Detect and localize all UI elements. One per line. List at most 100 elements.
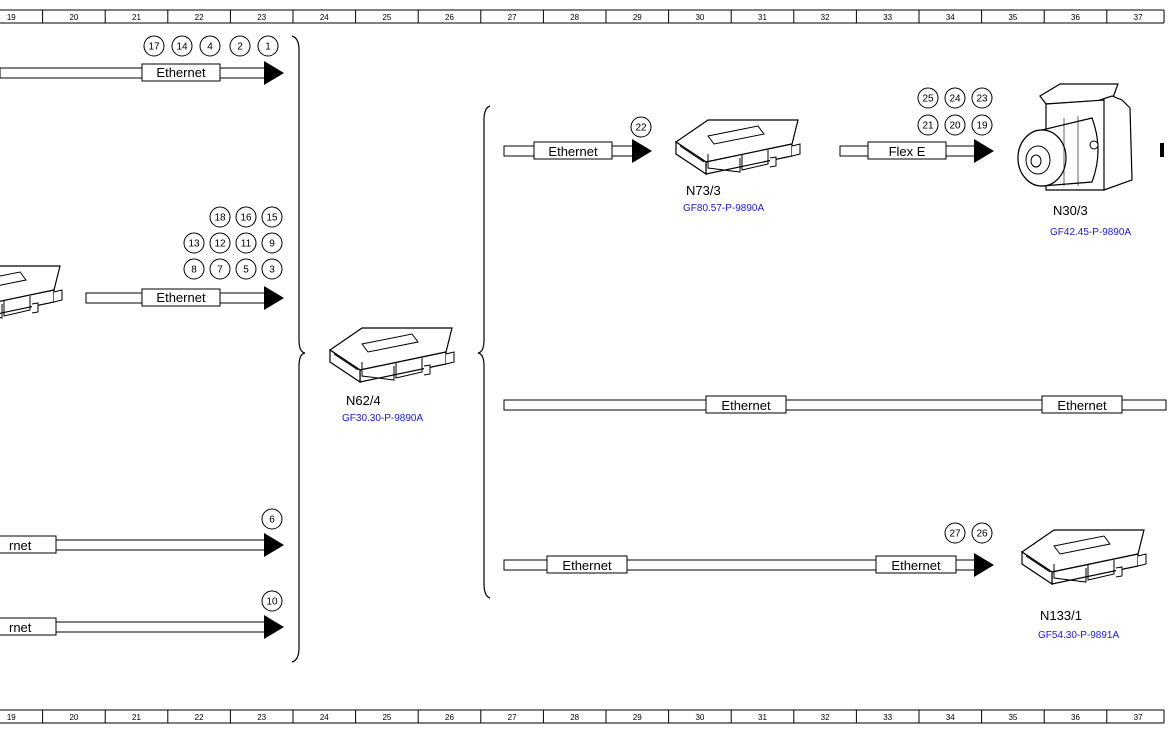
ruler-column-label: 21 [132, 713, 141, 722]
ruler-column-label: 28 [570, 713, 579, 722]
ruler-column-label: 34 [946, 13, 955, 22]
ruler-column-label: 26 [445, 13, 454, 22]
connection-number-circle [261, 508, 283, 530]
ruler-column-label: 29 [633, 13, 642, 22]
ruler-column-label: 21 [132, 13, 141, 22]
connection-number-circle [257, 35, 279, 57]
connection-number: 13 [188, 239, 200, 250]
bracket-left-group [291, 35, 306, 663]
ruler-column-label: 37 [1134, 13, 1143, 22]
bus-ethernet-lower-left-2: rnet [0, 615, 284, 639]
connection-number-circle [143, 35, 165, 57]
ruler-column-label: 27 [508, 13, 517, 22]
bus-ethernet-to-n133-1: Ethernet Ethernet [503, 553, 994, 577]
ruler-column-label: 29 [633, 713, 642, 722]
ruler-column-label: 35 [1008, 13, 1017, 22]
connection-number-circle [261, 258, 283, 280]
ruler-column-label: 22 [195, 713, 204, 722]
component-ref-link-n133-1[interactable]: GF54.30-P-9891A [1038, 630, 1119, 641]
ruler-column-label: 23 [257, 13, 266, 22]
ruler-column-label: 27 [508, 713, 517, 722]
connection-number-circle [971, 522, 993, 544]
ecu-partial-left [0, 265, 63, 321]
component-ref-link-n62-4[interactable]: GF30.30-P-9890A [342, 413, 423, 424]
connection-number-circle [209, 232, 231, 254]
connection-number-circle [171, 35, 193, 57]
connection-number: 17 [148, 42, 160, 53]
component-name-n62-4: N62/4 [346, 393, 381, 408]
connection-number: 20 [949, 121, 961, 132]
connection-number: 19 [976, 121, 988, 132]
ruler-column-label: 36 [1071, 13, 1080, 22]
bus-label: Ethernet [548, 144, 598, 159]
connection-number-circle [209, 206, 231, 228]
bus-ethernet-to-n73-3: Ethernet [503, 139, 652, 163]
ruler-column-label: 33 [883, 713, 892, 722]
ruler-column-label: 34 [946, 713, 955, 722]
component-name-n30-3: N30/3 [1053, 203, 1088, 218]
component-ref-link-n73-3[interactable]: GF80.57-P-9890A [683, 203, 764, 214]
connection-number: 9 [269, 239, 275, 250]
connection-number: 10 [266, 597, 278, 608]
ruler-column-label: 32 [821, 13, 830, 22]
connection-number: 25 [922, 94, 934, 105]
ruler-column-label: 22 [195, 13, 204, 22]
component-ref-link-n30-3[interactable]: GF42.45-P-9890A [1050, 227, 1131, 238]
bus-label: Flex E [889, 144, 926, 159]
component-n73-3[interactable] [675, 119, 801, 175]
connection-number: 6 [269, 515, 275, 526]
connection-number-circle [235, 232, 257, 254]
bus-ethernet-mid-left: Ethernet [85, 286, 284, 310]
connection-number: 3 [269, 265, 275, 276]
connection-number: 11 [241, 239, 252, 250]
component-n30-3[interactable] [1017, 83, 1133, 191]
bus-label: Ethernet [891, 558, 941, 573]
ruler-column-label: 32 [821, 713, 830, 722]
connection-number: 14 [176, 42, 188, 53]
bus-label: Ethernet [156, 65, 206, 80]
component-n62-4[interactable] [329, 327, 455, 383]
connection-number-circle [261, 232, 283, 254]
ruler-column-label: 36 [1071, 713, 1080, 722]
ruler-column-label: 35 [1008, 713, 1017, 722]
n30-3-connector-stub [1160, 143, 1164, 157]
connection-number-circle [917, 114, 939, 136]
connection-number: 15 [266, 213, 278, 224]
bracket-right-group [477, 105, 491, 599]
connection-number-circle [209, 258, 231, 280]
connection-number: 1 [265, 42, 271, 53]
connection-number: 4 [207, 42, 213, 53]
ruler-column-label: 23 [257, 713, 266, 722]
connection-number: 27 [949, 529, 961, 540]
connection-number-circle [944, 87, 966, 109]
connection-number-circle [229, 35, 251, 57]
ruler-column-label: 20 [69, 713, 78, 722]
bus-label: rnet [9, 538, 32, 553]
connection-number-circle [261, 206, 283, 228]
ruler-column-label: 30 [695, 713, 704, 722]
connection-number: 24 [949, 94, 961, 105]
component-name-n73-3: N73/3 [686, 183, 721, 198]
connection-number-circle [183, 232, 205, 254]
connection-number: 7 [217, 265, 223, 276]
connection-number-circle [630, 116, 652, 138]
connection-number-circle [199, 35, 221, 57]
connection-number-circle [261, 590, 283, 612]
ruler-column-label: 31 [758, 713, 767, 722]
ruler-column-label: 31 [758, 13, 767, 22]
bus-label: Ethernet [721, 398, 771, 413]
ruler-column-label: 28 [570, 13, 579, 22]
ruler-column-label: 19 [7, 713, 16, 722]
bus-label: Ethernet [562, 558, 612, 573]
component-n133-1[interactable] [1021, 529, 1147, 585]
connection-number-circle [944, 114, 966, 136]
ruler-column-label: 20 [69, 13, 78, 22]
connection-number-circle [944, 522, 966, 544]
connection-number: 18 [214, 213, 226, 224]
connection-number: 21 [922, 121, 934, 132]
ruler-column-label: 33 [883, 13, 892, 22]
connection-number-circle [183, 258, 205, 280]
connection-number: 26 [976, 529, 988, 540]
